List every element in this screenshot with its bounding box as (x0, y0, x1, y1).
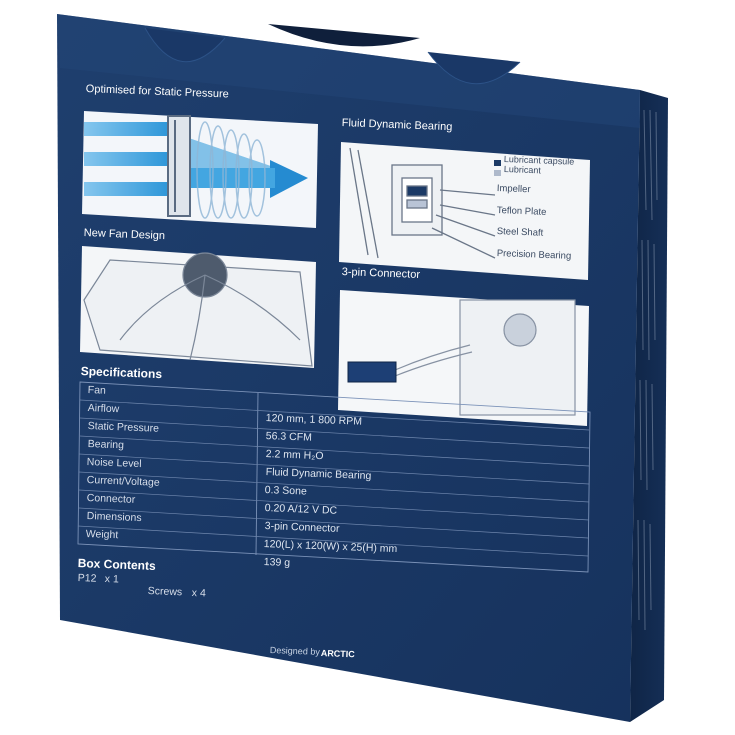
box-contents-title: Box Contents (77, 556, 156, 573)
legend-impeller: Impeller (496, 183, 531, 196)
spec-value-noise: 0.3 Sone (264, 484, 308, 498)
lid-notch-center (268, 24, 420, 47)
box-side-panel (630, 90, 668, 722)
connector-plug (347, 361, 397, 383)
content-item-1-qty: x 1 (104, 573, 120, 586)
spec-label-weight: Weight (85, 528, 119, 542)
lid-notch-left (144, 27, 226, 63)
lid-notch-right (427, 51, 521, 85)
fan-frame-side (167, 115, 191, 217)
spec-label-noise: Noise Level (86, 456, 142, 471)
fan-render (83, 252, 313, 367)
content-item-2-name: Screws (147, 585, 183, 599)
content-item-2-qty: x 4 (191, 587, 207, 600)
spec-table (77, 381, 591, 573)
spec-value-static-pressure: 2.2 mm H₂O (265, 448, 324, 463)
spec-value-airflow: 56.3 CFM (265, 430, 313, 444)
connector-render (394, 299, 576, 416)
side-panel-text (637, 109, 658, 631)
spec-label-connector: Connector (86, 492, 136, 506)
spec-value-weight: 139 g (263, 556, 291, 570)
spec-label-bearing: Bearing (87, 438, 125, 452)
spec-label-dimensions: Dimensions (86, 510, 142, 525)
spec-label-fan: Fan (87, 384, 107, 397)
pressure-rings (196, 121, 266, 219)
legend-swatch-lubricant (494, 170, 501, 176)
content-item-1-name: P12 (77, 572, 97, 585)
legend-lubricant: Lubricant (503, 164, 542, 176)
arctic-logo: ARCTIC (320, 648, 355, 660)
designed-by-text: Designed by (269, 645, 321, 657)
legend-swatch-capsule (494, 160, 501, 166)
legend-teflon: Teflon Plate (496, 205, 547, 218)
legend-shaft: Steel Shaft (496, 226, 544, 239)
spec-table-rows (77, 399, 590, 557)
bearing-drawing (349, 147, 496, 259)
spec-label-airflow: Airflow (87, 402, 120, 416)
